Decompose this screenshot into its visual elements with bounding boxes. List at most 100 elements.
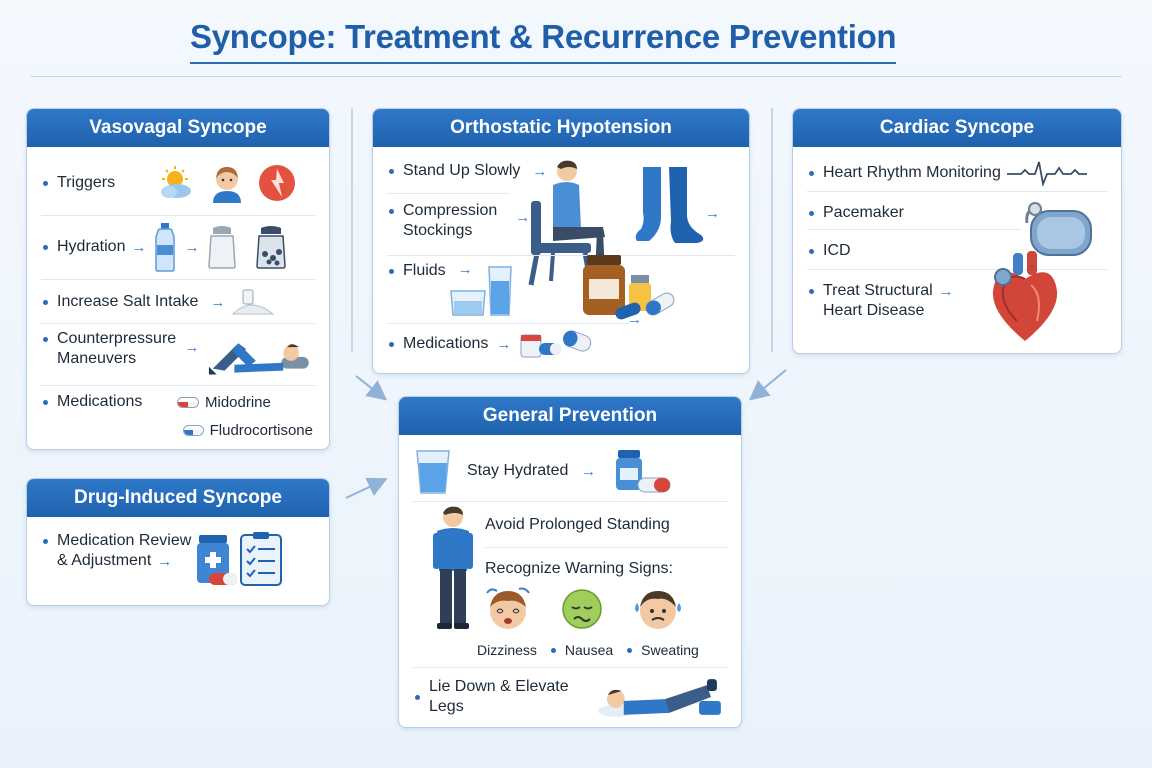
structural-label-line1: Treat Structural xyxy=(823,282,933,299)
lie-down-row: Lie Down & Elevate Legs xyxy=(415,675,725,719)
medicine-jar-pills-icon xyxy=(582,255,675,320)
structural-label-line2: Heart Disease xyxy=(823,302,925,319)
page-title: Syncope: Treatment & Recurrence Preventi… xyxy=(190,18,897,64)
bullet xyxy=(43,299,48,305)
counterpressure-row: Counterpressure Maneuvers → xyxy=(43,329,313,381)
bullet xyxy=(389,269,394,274)
arrow-icon: → xyxy=(581,462,596,480)
bullet xyxy=(43,539,48,544)
drug-induced-header: Drug-Induced Syncope xyxy=(27,479,329,517)
medicine-bottle-clipboard-icon xyxy=(197,532,283,586)
arrow-icon: → xyxy=(532,162,548,180)
counterpressure-label-line2: Maneuvers xyxy=(57,350,137,367)
bullet xyxy=(389,168,394,174)
warning-signs-row: Recognize Warning Signs: xyxy=(485,557,725,581)
salt-label: Increase Salt Intake xyxy=(57,293,199,310)
arrow-icon: → xyxy=(457,261,473,278)
cardiac-card: Cardiac Syncope Heart Rhythm Monitoring … xyxy=(792,108,1122,354)
vasovagal-card: Vasovagal Syncope Triggers xyxy=(26,108,330,450)
water-bottle-icon xyxy=(155,223,176,272)
sweating-face-icon xyxy=(635,591,681,629)
bullet xyxy=(550,647,556,653)
divider xyxy=(41,323,315,324)
person-face-icon xyxy=(213,167,241,203)
vasovagal-medications-row2: Fludrocortisone xyxy=(43,417,313,443)
stand-slowly-row: Stand Up Slowly → xyxy=(389,159,733,183)
arrow-icon: → xyxy=(938,283,954,300)
compression-label-line1: Compression xyxy=(403,202,498,219)
arrow-icon: → xyxy=(705,205,720,222)
divider xyxy=(807,269,1107,270)
arrow-icon: → xyxy=(157,552,173,570)
ecg-waveform-icon xyxy=(1006,161,1087,186)
monitoring-row: Heart Rhythm Monitoring xyxy=(809,159,1105,187)
capsule-red-icon xyxy=(177,396,199,408)
fluids-label: Fluids xyxy=(403,262,446,279)
orthostatic-card: Orthostatic Hypotension → Stand Up Slowl… xyxy=(372,108,750,374)
structural-row: Treat Structural Heart Disease → xyxy=(809,281,1105,325)
arrow-icon: → xyxy=(184,238,200,256)
general-prevention-card: General Prevention Stay Hydrated → Avoid… xyxy=(398,396,742,728)
general-prevention-header: General Prevention xyxy=(399,397,741,435)
midodrine-label: Midodrine xyxy=(205,393,271,411)
bullet xyxy=(389,209,394,214)
sweating-label: Sweating xyxy=(641,642,699,658)
cardiac-header: Cardiac Syncope xyxy=(793,109,1121,147)
bullet xyxy=(43,337,48,342)
medication-review-row: Medication Review & Adjustment → xyxy=(43,531,313,591)
bullet xyxy=(809,248,814,254)
triggers-label: Triggers xyxy=(57,174,116,191)
pacemaker-row: Pacemaker xyxy=(809,201,1105,225)
warning-sign-labels: Dizziness Nausea Sweating xyxy=(477,639,725,661)
standing-person-icon xyxy=(433,506,473,629)
fluids-row: Fluids → → xyxy=(389,255,733,328)
warning-signs-label: Recognize Warning Signs: xyxy=(485,560,673,577)
bullet xyxy=(43,399,48,405)
medication-review-line1: Medication Review xyxy=(57,532,192,549)
divider xyxy=(41,215,315,216)
hydration-label: Hydration xyxy=(57,238,126,255)
compression-label-line2: Stockings xyxy=(403,222,473,239)
icd-row: ICD xyxy=(809,239,1105,263)
pacemaker-device-icon xyxy=(1025,202,1092,256)
bullet xyxy=(627,647,633,653)
dizziness-label: Dizziness xyxy=(477,642,537,658)
medications-label: Medications xyxy=(57,393,143,410)
bullet xyxy=(389,341,394,347)
vasovagal-header: Vasovagal Syncope xyxy=(27,109,329,147)
warning-faces xyxy=(483,585,685,633)
nausea-label: Nausea xyxy=(564,642,614,658)
orthostatic-header: Orthostatic Hypotension xyxy=(373,109,749,147)
title-divider xyxy=(30,76,1122,77)
divider xyxy=(41,385,315,386)
monitoring-label: Heart Rhythm Monitoring xyxy=(823,164,1001,181)
bullet xyxy=(809,289,814,294)
salt-pile-icon xyxy=(232,289,275,315)
stay-hydrated-row: Stay Hydrated → xyxy=(415,445,725,497)
bullet xyxy=(415,694,420,700)
leg-cross-maneuver-icon xyxy=(209,343,310,375)
divider xyxy=(807,191,1107,192)
avoid-standing-row: Avoid Prolonged Standing xyxy=(485,513,725,537)
orthostatic-medications-row: Medications → xyxy=(389,329,733,359)
water-glasses-icon xyxy=(449,266,512,316)
divider xyxy=(807,229,1021,230)
dizzy-face-icon xyxy=(486,587,530,629)
sun-cloud-icon xyxy=(161,166,191,198)
triggers-row: Triggers xyxy=(43,157,313,209)
divider xyxy=(387,323,629,324)
bullet xyxy=(809,210,814,216)
nauseous-face-icon xyxy=(562,589,602,629)
salt-shaker-icon xyxy=(208,226,237,269)
arrow-icon: → xyxy=(496,335,512,353)
stay-hydrated-label: Stay Hydrated xyxy=(467,462,569,479)
icd-label: ICD xyxy=(823,242,851,259)
compression-stockings-row: Compression Stockings → xyxy=(389,201,733,245)
salt-row: Increase Salt Intake → xyxy=(43,285,313,319)
counterpressure-label-line1: Counterpressure xyxy=(57,330,177,347)
arrow-icon: → xyxy=(627,311,642,328)
medications-label: Medications xyxy=(403,335,489,352)
lie-down-label: Lie Down & Elevate Legs xyxy=(429,678,569,715)
bullet xyxy=(809,170,814,176)
lying-person-legs-raised-icon xyxy=(598,679,722,717)
